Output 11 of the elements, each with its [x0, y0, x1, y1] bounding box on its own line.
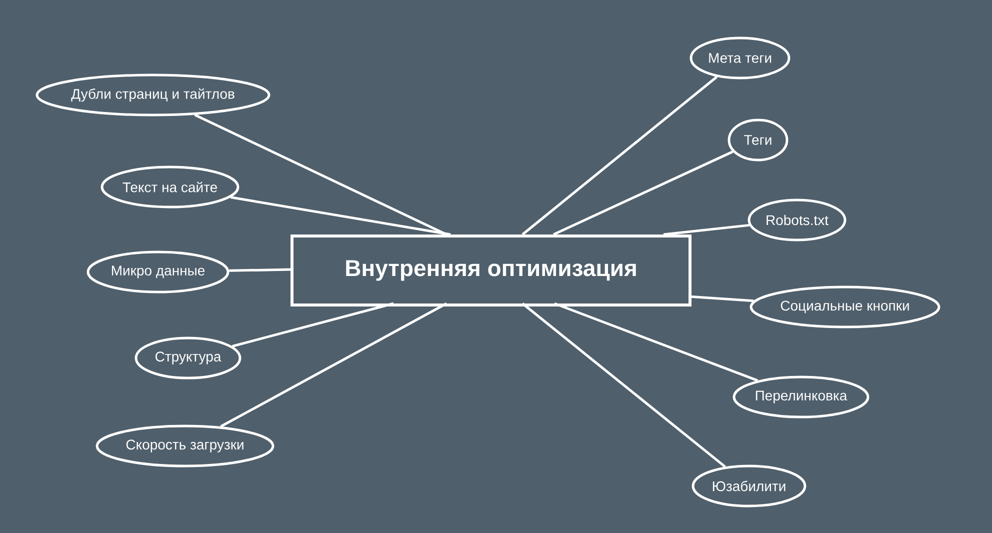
- connector-line: [230, 196, 451, 236]
- connector-line: [663, 224, 750, 236]
- connector-line: [554, 302, 758, 382]
- connector-line: [522, 302, 726, 468]
- topic-box: Внутренняя оптимизация: [290, 234, 692, 306]
- connector-line: [552, 150, 734, 236]
- connector-line: [232, 302, 394, 348]
- connector-line: [688, 295, 754, 302]
- connector-line: [220, 302, 448, 428]
- connector-line: [522, 76, 718, 236]
- connector-line: [229, 268, 291, 272]
